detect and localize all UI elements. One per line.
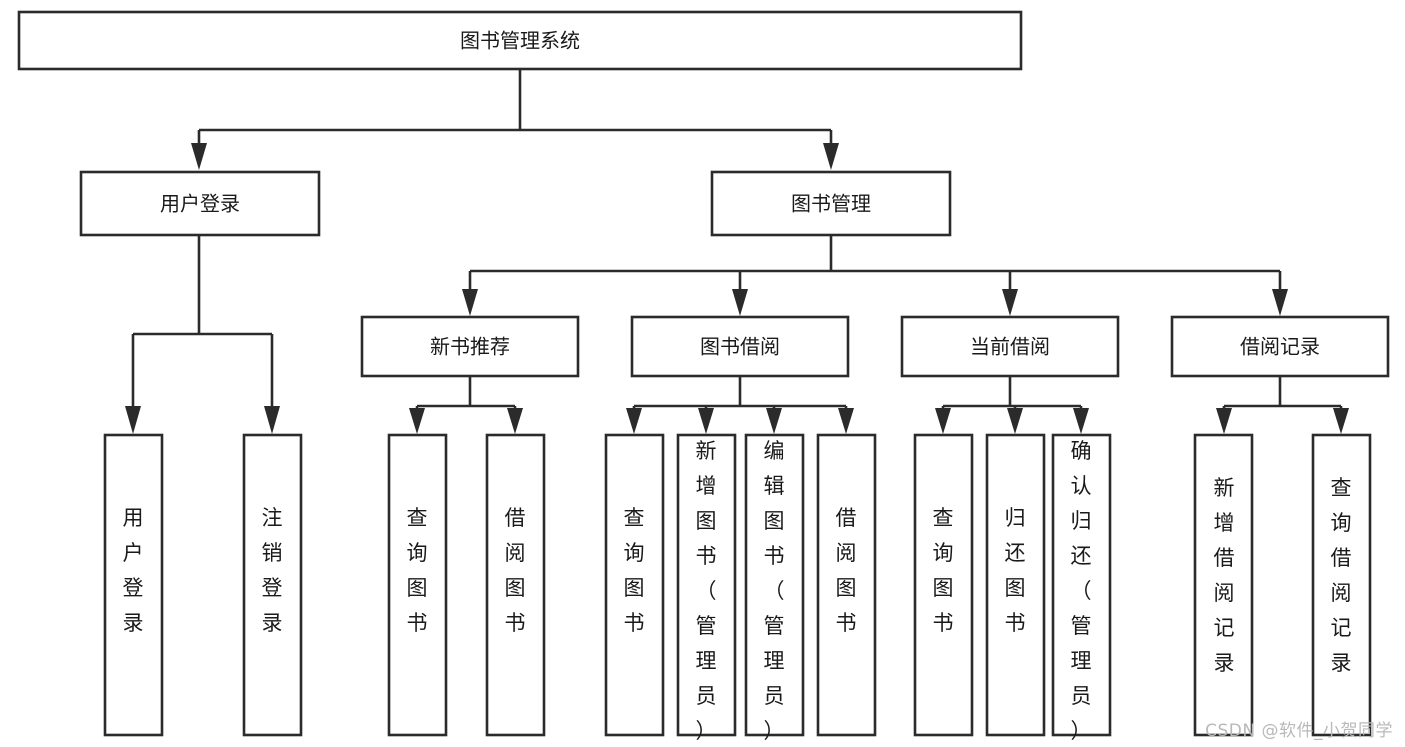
arrow-to-leaf-borrow-books-2 [838,408,854,434]
leaf-borrow-books-borrow[interactable]: 借阅图书 [816,433,877,737]
leaf-user-login-label: 用户登录 [123,506,144,635]
leaf-borrow-books-borrow-label: 借阅图书 [836,506,857,635]
leaf-edit-book-admin-label: 编辑图书（管理员） [764,439,785,743]
leaf-user-login[interactable]: 用户登录 [103,433,164,737]
arrow-to-leaf-add-record [1216,408,1232,434]
node-borrow-records-label: 借阅记录 [1240,335,1320,359]
leaf-add-borrow-record-label: 新增借阅记录 [1214,476,1235,675]
leaf-confirm-return-admin-box[interactable] [1051,433,1112,737]
arrow-to-leaf-confirm-return [1073,408,1089,434]
leaf-logout[interactable]: 注销登录 [242,433,303,737]
leaf-edit-book-admin-box[interactable] [744,433,805,737]
arrow-to-leaf-query-record [1333,408,1349,434]
node-root-system[interactable]: 图书管理系统 [17,10,1023,71]
leaf-confirm-return-admin[interactable]: 确认归还（管理员） [1051,433,1112,743]
leaf-query-borrow-record[interactable]: 查询借阅记录 [1311,433,1372,737]
node-borrow-records-box[interactable] [1170,315,1390,378]
leaf-return-book[interactable]: 归还图书 [985,433,1046,737]
node-user-login-label: 用户登录 [160,192,240,216]
leaf-add-book-admin[interactable]: 新增图书（管理员） [676,433,737,743]
node-book-borrow[interactable]: 图书借阅 [630,315,850,378]
leaf-borrow-books-recommend[interactable]: 借阅图书 [485,433,546,737]
leaf-query-books-current[interactable]: 查询图书 [913,433,974,737]
node-new-book-recommend-label: 新书推荐 [430,335,510,359]
arrow-to-leaf-query-books-3 [935,408,951,434]
node-book-management-label: 图书管理 [791,192,871,216]
arrow-to-borrow-records [1272,289,1288,316]
leaf-add-borrow-record[interactable]: 新增借阅记录 [1193,433,1254,737]
leaf-confirm-return-admin-label: 确认归还（管理员） [1071,439,1092,743]
node-book-borrow-label: 图书借阅 [700,335,780,359]
arrow-to-leaf-logout [264,406,280,434]
leaf-query-books-borrow-label: 查询图书 [624,506,645,635]
arrow-to-book-borrow [732,289,748,316]
node-root-label: 图书管理系统 [460,29,580,53]
node-borrow-records[interactable]: 借阅记录 [1170,315,1390,378]
arrow-to-leaf-user-login [125,406,141,434]
leaf-query-books-borrow[interactable]: 查询图书 [604,433,665,737]
node-book-management-box[interactable] [710,170,952,237]
arrow-to-leaf-return-book [1007,408,1023,434]
node-current-borrow-box[interactable] [900,315,1120,378]
leaf-borrow-books-recommend-label: 借阅图书 [505,506,526,635]
arrow-to-current-borrow [1002,289,1018,316]
leaf-return-book-label: 归还图书 [1005,506,1026,635]
leaf-query-books-current-label: 查询图书 [933,506,954,635]
leaf-borrow-books-borrow-box[interactable] [816,433,877,737]
node-user-login[interactable]: 用户登录 [79,170,321,237]
leaf-add-book-admin-label: 新增图书（管理员） [696,439,717,743]
arrow-to-leaf-edit-book [766,408,782,434]
leaf-query-books-borrow-box[interactable] [604,433,665,737]
arrow-to-new-books [462,289,478,316]
leaf-query-books-recommend-label: 查询图书 [407,506,428,635]
leaf-query-books-recommend[interactable]: 查询图书 [387,433,448,737]
node-root-box[interactable] [17,10,1023,71]
leaf-query-books-recommend-box[interactable] [387,433,448,737]
leaf-logout-label: 注销登录 [262,506,283,635]
node-book-management[interactable]: 图书管理 [710,170,952,237]
leaf-logout-box[interactable] [242,433,303,737]
leaf-query-books-current-box[interactable] [913,433,974,737]
node-new-book-recommend[interactable]: 新书推荐 [360,315,580,378]
leaf-query-borrow-record-label: 查询借阅记录 [1331,476,1352,675]
leaf-return-book-box[interactable] [985,433,1046,737]
leaf-add-borrow-record-box[interactable] [1193,433,1254,737]
leaf-borrow-books-recommend-box[interactable] [485,433,546,737]
leaf-query-borrow-record-box[interactable] [1311,433,1372,737]
node-current-borrow[interactable]: 当前借阅 [900,315,1120,378]
node-user-login-box[interactable] [79,170,321,237]
arrow-to-leaf-add-book [698,408,714,434]
arrow-to-leaf-query-books-1 [409,408,425,434]
arrow-to-leaf-borrow-books-1 [507,408,523,434]
node-new-book-recommend-box[interactable] [360,315,580,378]
leaf-add-book-admin-box[interactable] [676,433,737,737]
node-book-borrow-box[interactable] [630,315,850,378]
arrow-to-user-login [191,143,207,170]
connector-layer [125,69,1349,434]
arrow-to-leaf-query-books-2 [626,408,642,434]
leaf-user-login-box[interactable] [103,433,164,737]
arrow-to-book-mgmt [823,143,839,170]
node-current-borrow-label: 当前借阅 [970,335,1050,359]
leaf-edit-book-admin[interactable]: 编辑图书（管理员） [744,433,805,743]
